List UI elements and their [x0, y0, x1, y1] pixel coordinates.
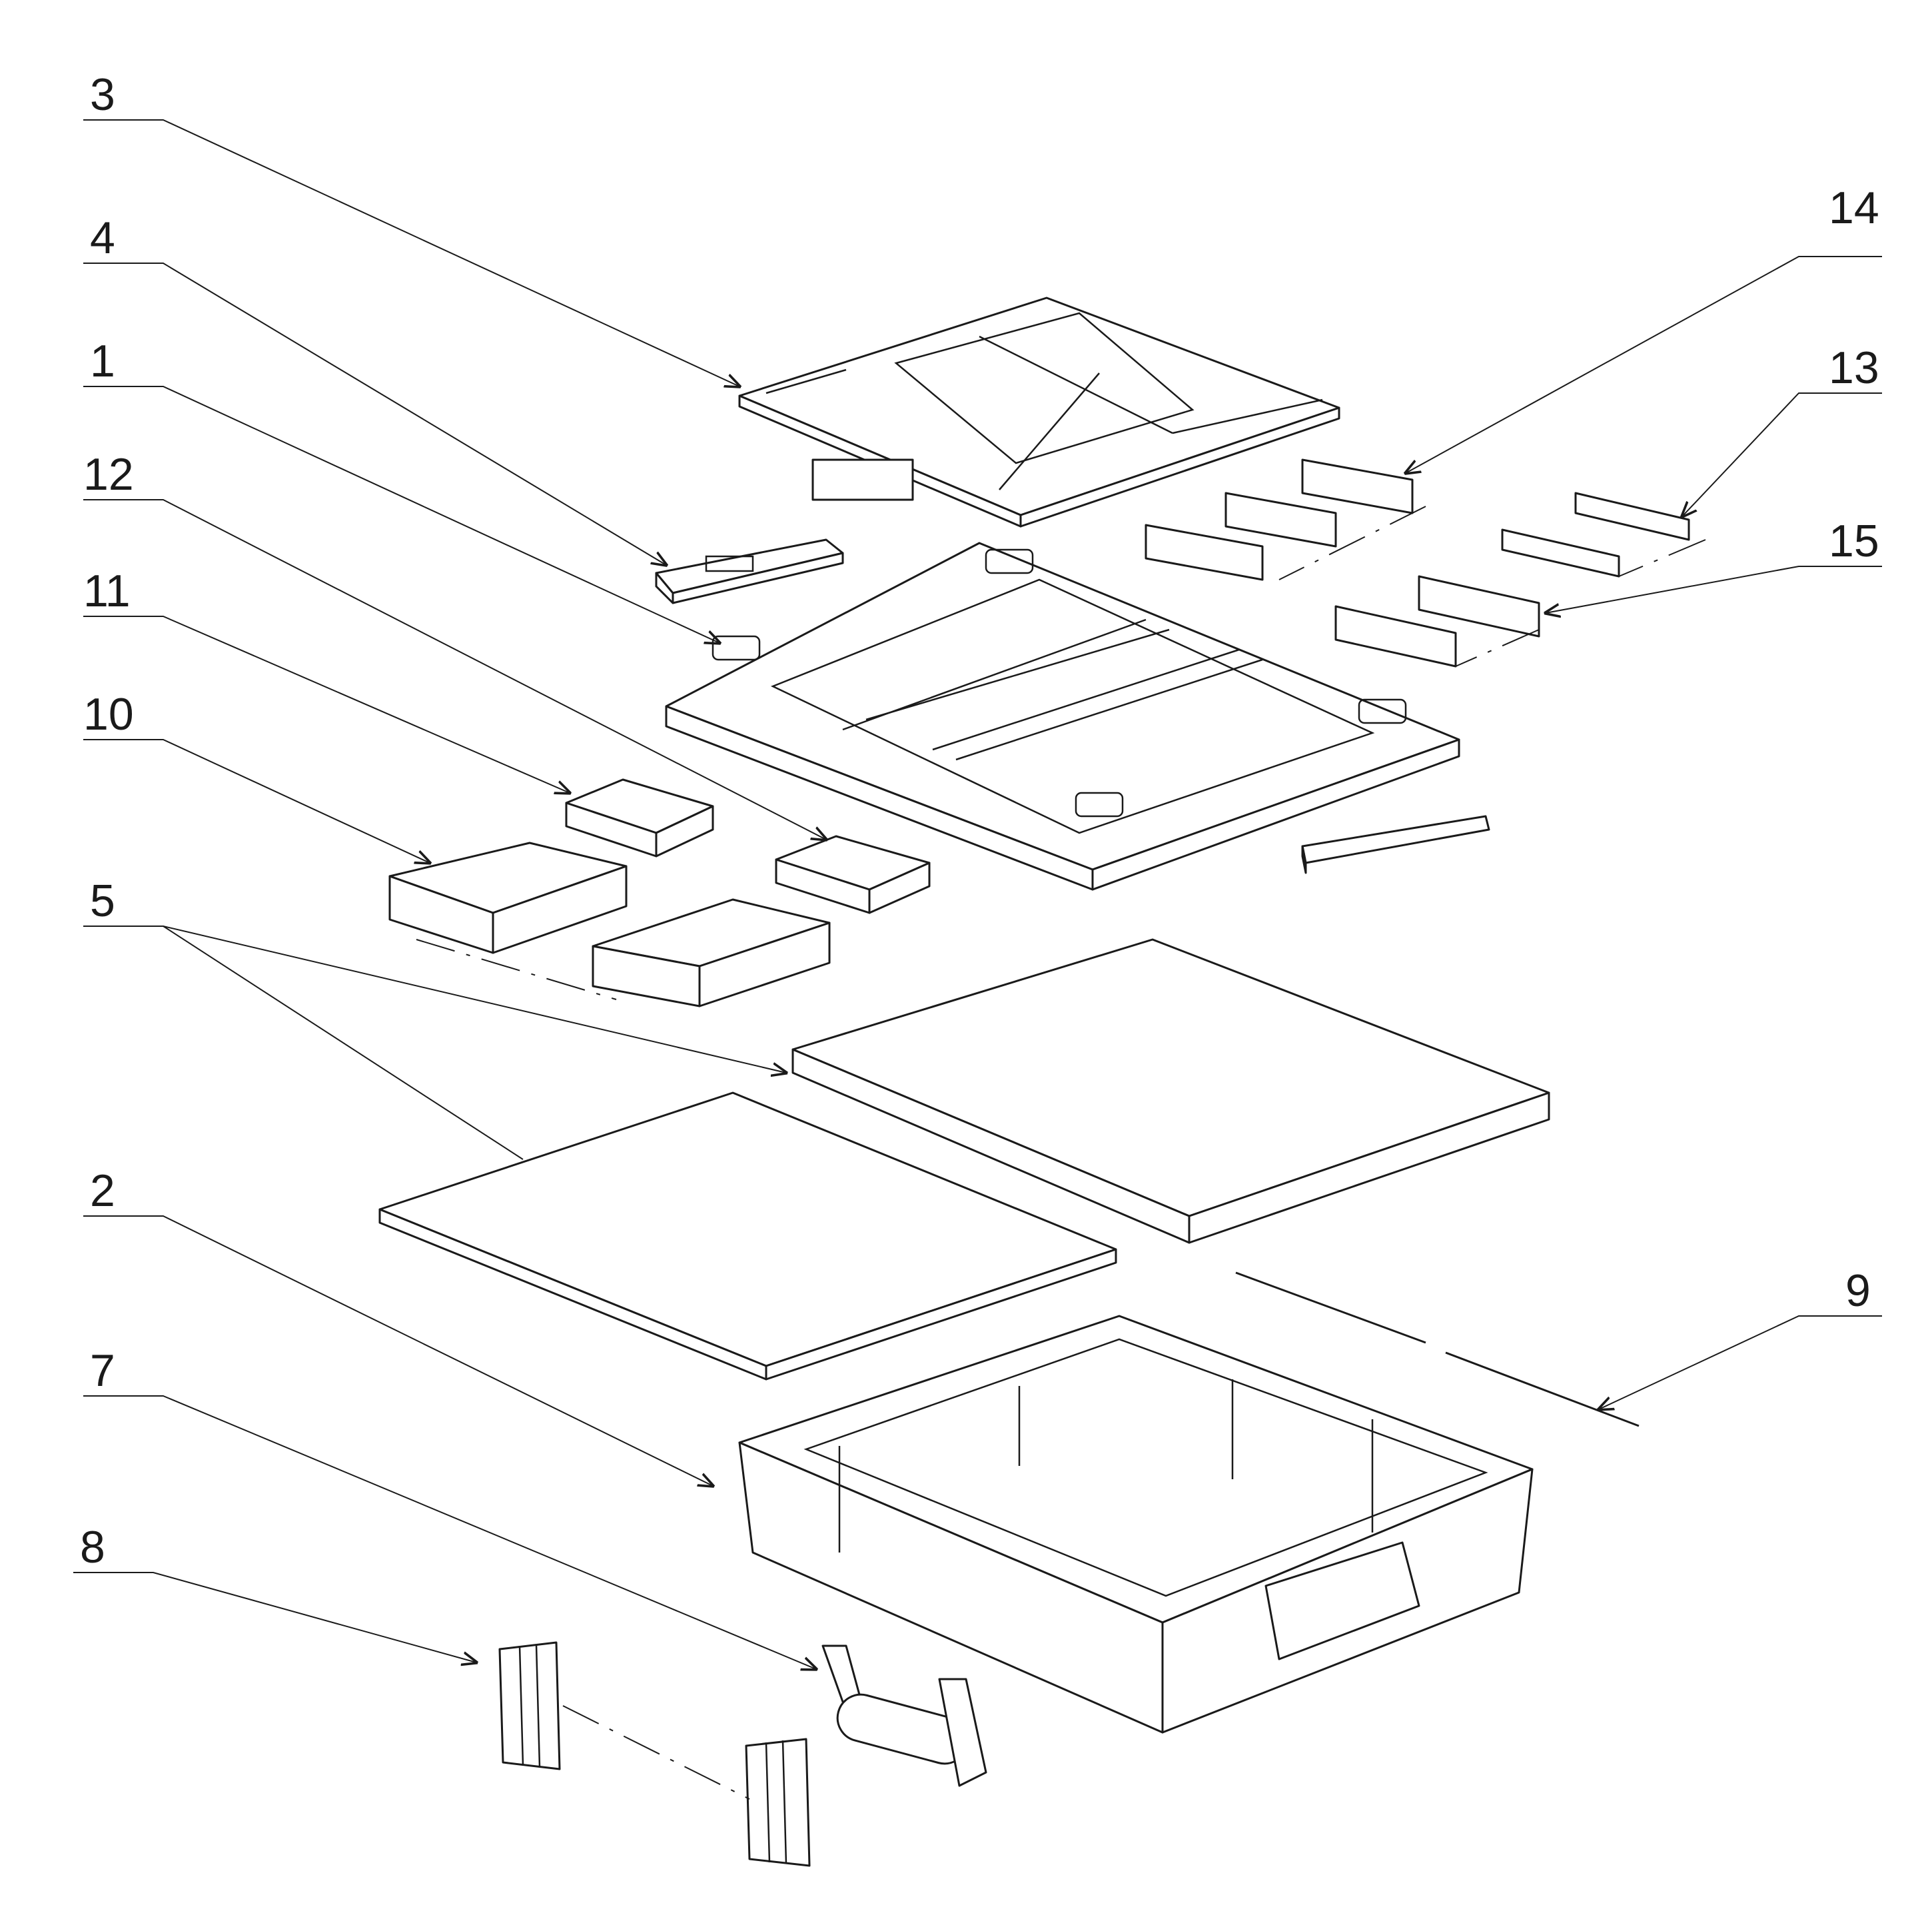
part-1-tray-frame — [665, 542, 1460, 891]
callout-3: 3 — [90, 69, 115, 120]
callout-4: 4 — [90, 213, 115, 263]
part-7-handle — [821, 1644, 987, 1787]
callout-12: 12 — [83, 449, 134, 500]
part-3-lid — [738, 297, 1340, 528]
part-15-bars — [1334, 575, 1540, 668]
part-2-base — [738, 1315, 1534, 1734]
part-4-clip — [655, 538, 844, 604]
part-11-insert — [565, 778, 714, 858]
callout-5: 5 — [90, 876, 115, 926]
callout-11: 11 — [83, 566, 131, 616]
part-14-bars — [1145, 458, 1414, 581]
part-9-rods — [1235, 1271, 1640, 1427]
part-10-frames — [388, 842, 831, 1007]
callout-labels: 3 4 1 12 11 10 5 2 7 8 14 13 15 9 — [80, 69, 1879, 1573]
part-5-panels — [378, 938, 1550, 1381]
leader-lines — [73, 119, 1882, 1669]
part-13-bars — [1501, 492, 1690, 578]
relation-lines — [416, 506, 1706, 1800]
part-12-insert — [775, 835, 931, 914]
callout-15: 15 — [1829, 516, 1879, 566]
callout-9: 9 — [1845, 1265, 1871, 1316]
callout-7: 7 — [90, 1345, 115, 1396]
callout-2: 2 — [90, 1165, 115, 1216]
callout-13: 13 — [1829, 342, 1879, 393]
part-8-latches — [498, 1641, 811, 1867]
part-12-strip — [1301, 815, 1490, 874]
callout-10: 10 — [83, 689, 134, 740]
callout-1: 1 — [90, 336, 115, 386]
callout-8: 8 — [80, 1522, 105, 1573]
callout-14: 14 — [1829, 183, 1879, 233]
